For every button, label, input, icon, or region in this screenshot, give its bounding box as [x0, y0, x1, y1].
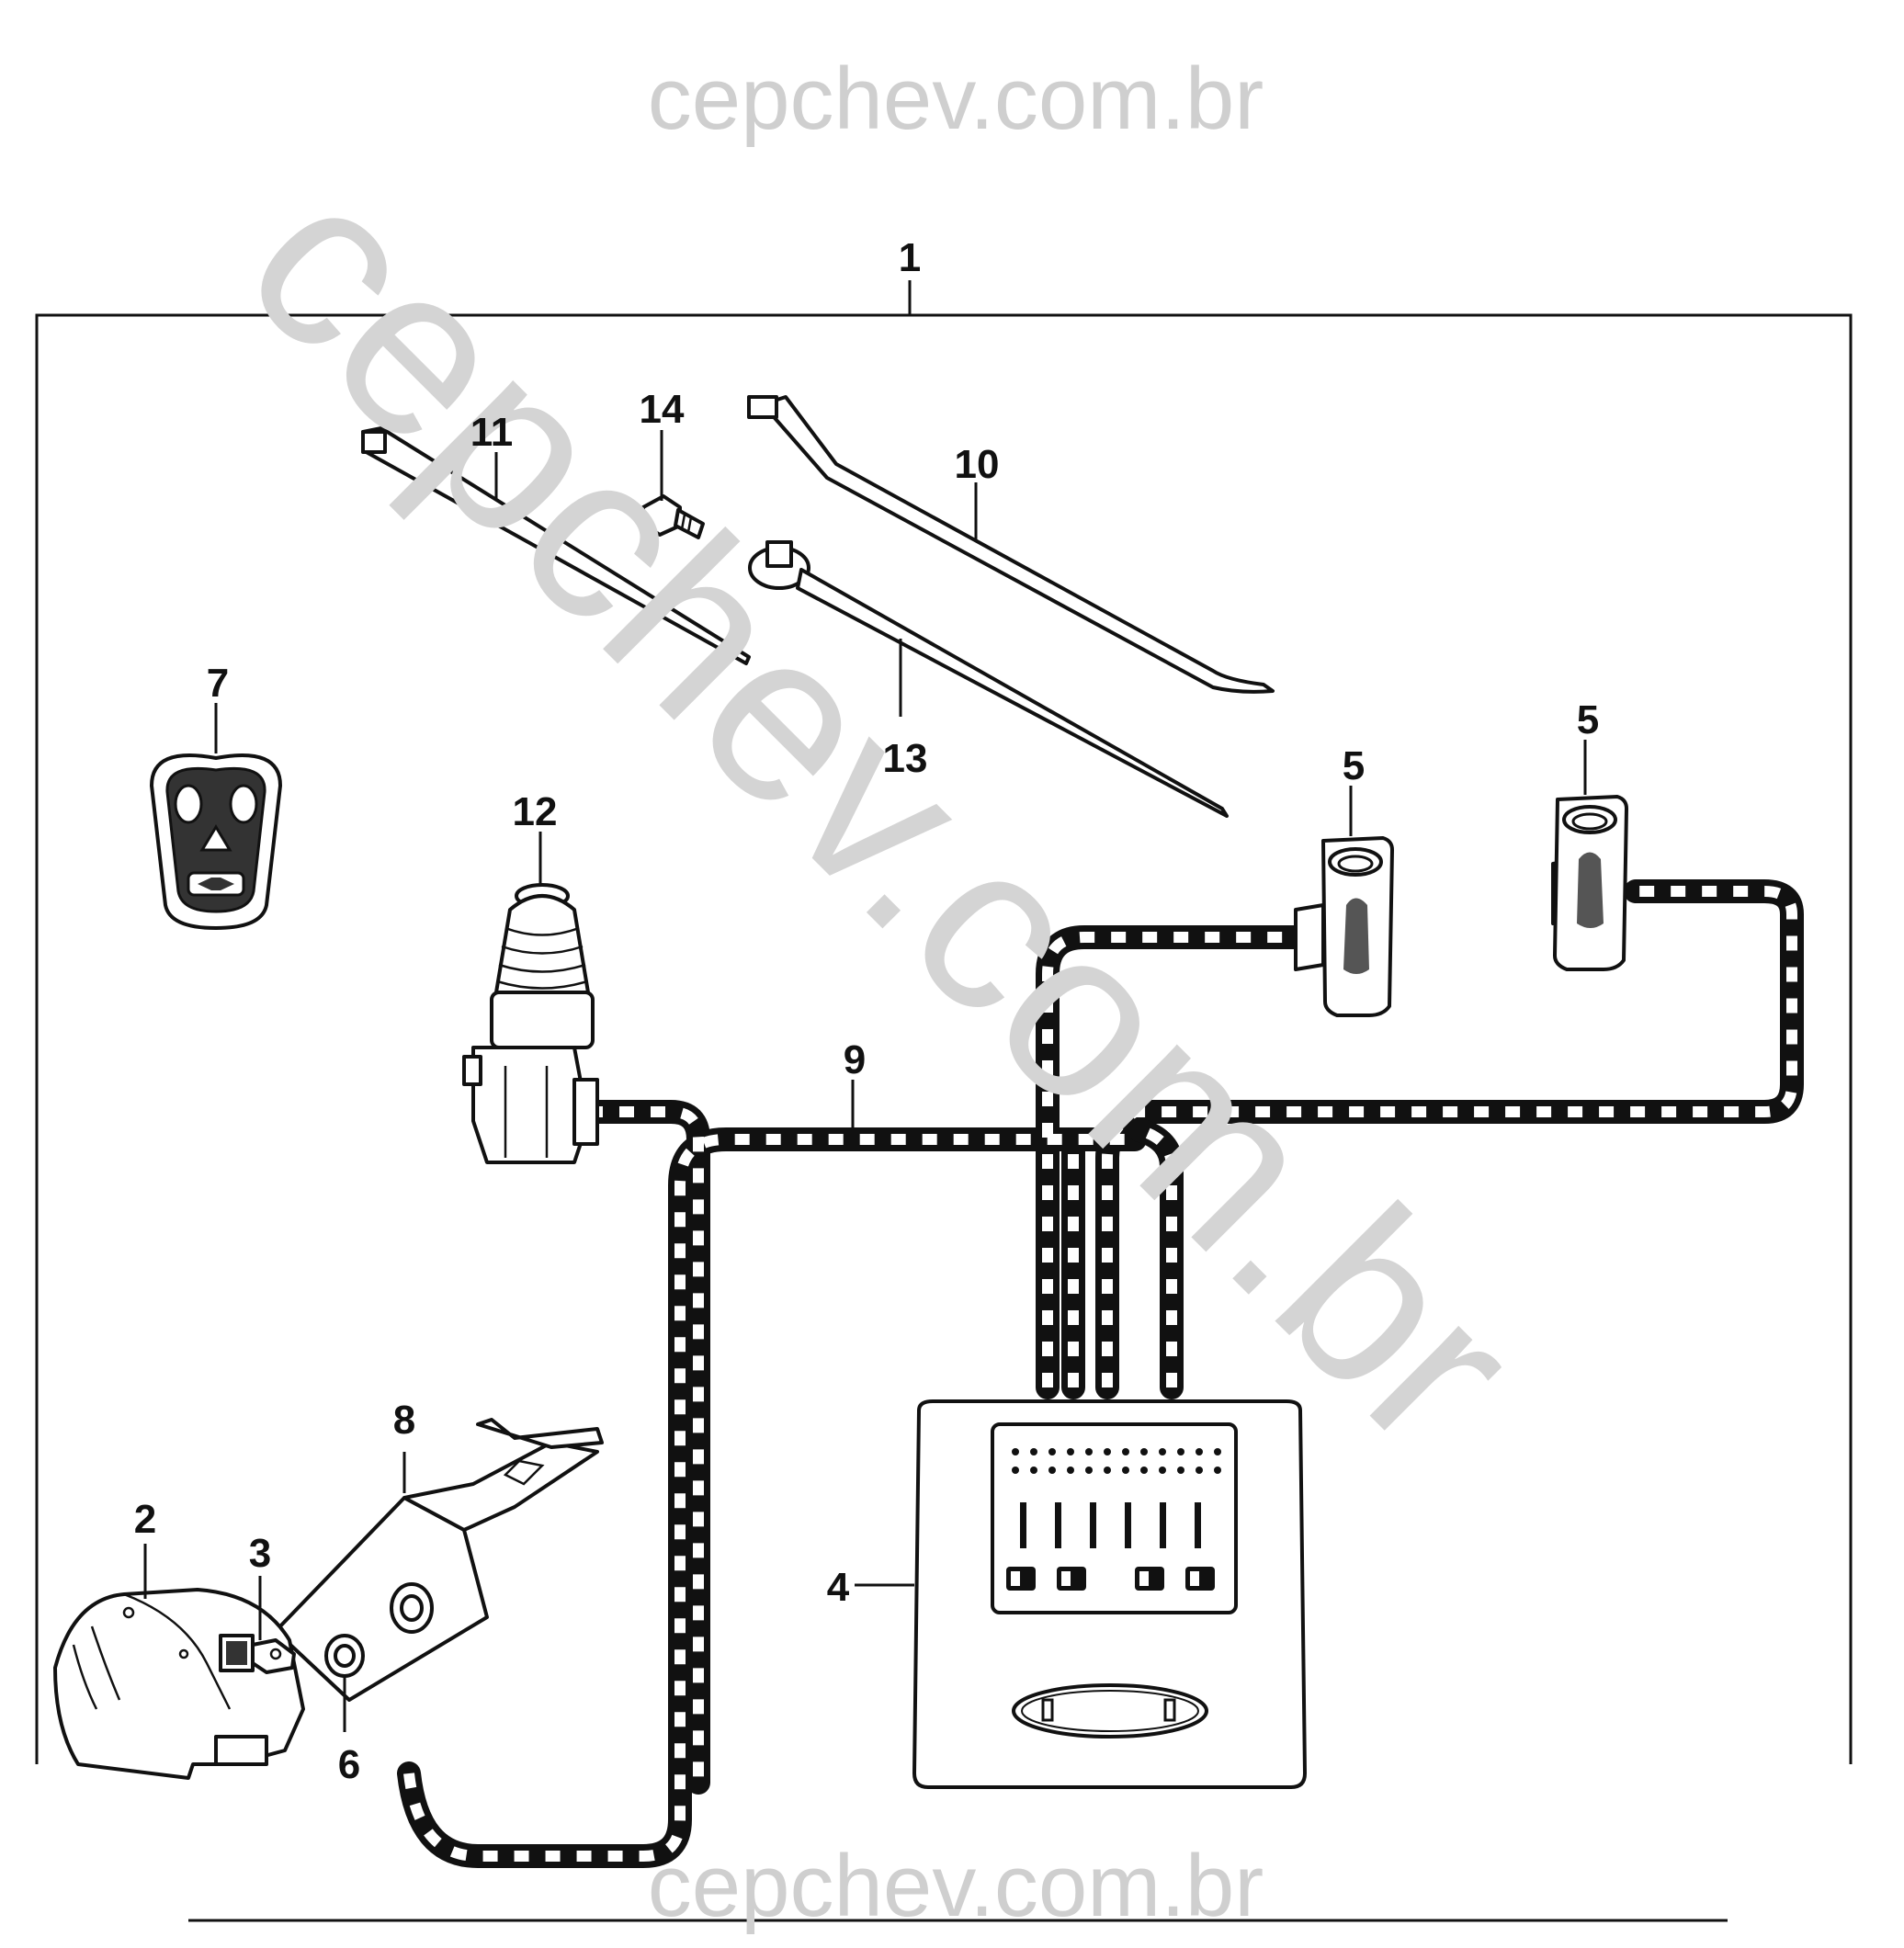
cable-tie-10	[747, 395, 1275, 694]
connector-3	[251, 1638, 296, 1674]
cable-tie-13	[748, 540, 1229, 818]
leader-lines	[143, 430, 1587, 1732]
callout-6: 6	[338, 1742, 360, 1787]
callout-2: 2	[134, 1497, 156, 1542]
cable-tie-11	[361, 426, 751, 665]
nut-6	[324, 1634, 365, 1678]
kit-frame	[35, 280, 1853, 1764]
door-actuator-5a	[1294, 836, 1394, 1017]
callout-12: 12	[513, 789, 558, 834]
callout-9: 9	[844, 1037, 866, 1082]
watermark-top: cepchev.com.br	[648, 50, 1264, 148]
callout-8: 8	[393, 1398, 415, 1443]
control-module-4	[912, 1399, 1307, 1789]
callout-7: 7	[207, 661, 229, 706]
callout-4: 4	[827, 1565, 850, 1610]
callout-10: 10	[955, 442, 1000, 487]
callout-11: 11	[470, 410, 514, 455]
callout-13: 13	[883, 736, 928, 781]
callout-3: 3	[249, 1531, 271, 1576]
callout-14: 14	[640, 387, 685, 432]
door-actuator-5b	[1551, 795, 1628, 971]
watermark-diagonal: cepchev.com.br	[198, 129, 1567, 1498]
callout-5b: 5	[1577, 697, 1599, 742]
watermark-bottom: cepchev.com.br	[648, 1837, 1264, 1935]
callout-labels: 1 11 14 10 13 7 12 5 5 9 4 8 2 3 6	[134, 235, 1599, 1787]
actuator-12	[462, 883, 599, 1164]
callout-5a: 5	[1343, 743, 1365, 788]
lock-housing-2	[53, 1588, 305, 1780]
screw-14	[641, 494, 705, 539]
callout-1: 1	[899, 235, 921, 280]
remote-fob-7	[150, 753, 282, 930]
wiring-harness	[397, 879, 1804, 1868]
